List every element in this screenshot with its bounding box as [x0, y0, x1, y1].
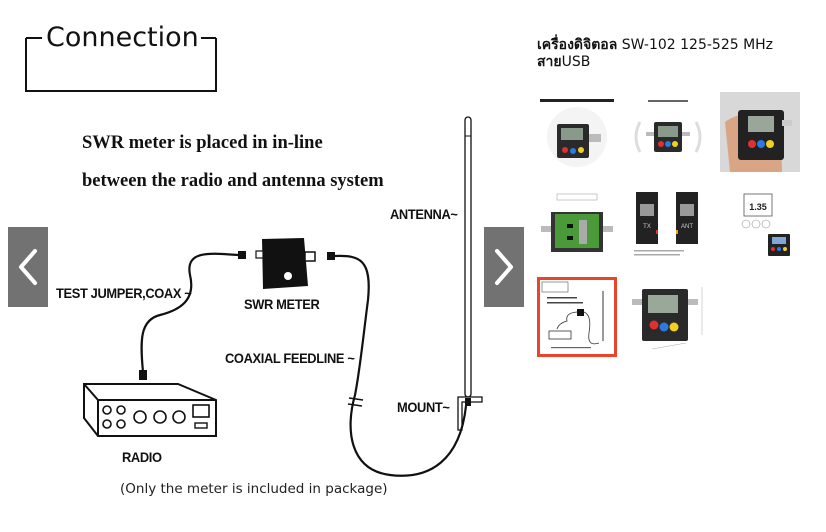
next-image-button[interactable]	[484, 227, 524, 307]
svg-text:ANT: ANT	[681, 224, 693, 230]
swr-meter-icon	[238, 238, 335, 289]
headline-line-1: SWR meter is placed in in-line	[82, 133, 323, 153]
product-title-usb: USB	[561, 54, 591, 70]
connection-diagram	[25, 37, 483, 477]
thumbnail-circuit-board[interactable]	[537, 184, 617, 264]
swr-meter-photo-icon	[537, 92, 617, 172]
connection-diagram-thumb-icon	[537, 277, 617, 357]
label-test-jumper: TEST JUMPER,COAX ~	[56, 285, 192, 301]
thumbnail-display-diagram[interactable]: 1.35	[720, 184, 800, 264]
product-title-model: SW-102 125-525 MHz	[617, 37, 774, 53]
swr-meter-photo-icon	[628, 277, 708, 357]
headline-line-2: between the radio and antenna system	[82, 171, 384, 191]
circuit-board-icon	[537, 184, 617, 264]
radio-icon	[83, 383, 217, 437]
mount-icon	[457, 396, 483, 431]
thumbnail-connection-diagram[interactable]	[537, 277, 617, 357]
thumbnail-remote-testing[interactable]	[628, 92, 708, 172]
svg-text:TX: TX	[643, 224, 651, 230]
label-radio: RADIO	[122, 449, 162, 465]
label-swr-meter: SWR METER	[244, 296, 320, 312]
svg-text:1.35: 1.35	[749, 202, 767, 212]
package-footnote: (Only the meter is included in package)	[120, 481, 388, 497]
display-diagram-icon: 1.35	[720, 184, 800, 264]
swr-meter-photo-icon	[720, 92, 800, 172]
product-title: เครื่องดิจิตอล SW-102 125-525 MHz สายUSB	[537, 37, 817, 71]
test-jumper-cable	[140, 252, 239, 373]
thumbnail-dimensions[interactable]	[628, 277, 708, 357]
product-title-thai-2: สาย	[537, 54, 562, 70]
product-title-thai-1: เครื่องดิจิตอล	[537, 37, 618, 53]
label-mount: MOUNT~	[397, 399, 450, 415]
label-antenna: ANTENNA~	[390, 206, 458, 222]
antenna-icon	[464, 116, 472, 398]
chevron-left-icon	[19, 249, 37, 285]
connection-title: Connection	[44, 20, 201, 56]
chevron-right-icon	[495, 249, 513, 285]
thumbnail-product-overview[interactable]	[537, 92, 617, 172]
thumbnail-tx-ant-ports[interactable]: TX ANT	[628, 184, 708, 264]
main-image-viewer: Connection SWR meter is placed in in-lin…	[25, 20, 483, 497]
previous-image-button[interactable]	[8, 227, 48, 307]
swr-meter-photo-icon	[628, 92, 708, 172]
thumbnail-in-hand[interactable]	[720, 92, 800, 172]
label-coaxial-feedline: COAXIAL FEEDLINE ~	[225, 350, 355, 366]
title-frame	[25, 38, 217, 92]
tx-ant-ports-icon: TX ANT	[628, 184, 708, 264]
